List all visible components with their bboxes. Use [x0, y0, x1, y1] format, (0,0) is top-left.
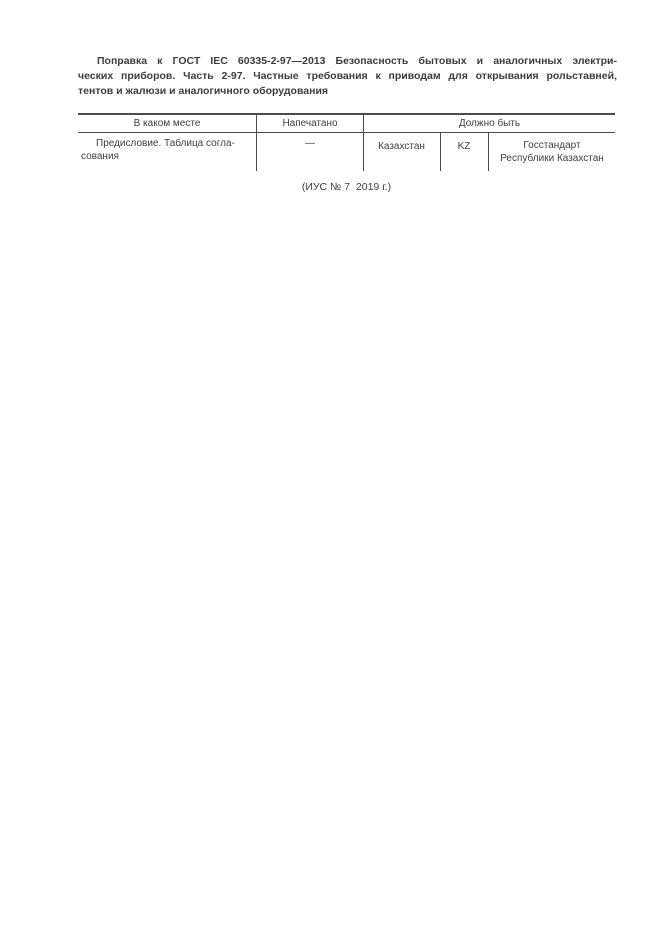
cell-organization: Госстандарт Республики Казахстан: [489, 140, 615, 165]
title-line-3: тентов и жалюзи и аналогичного оборудова…: [78, 85, 329, 97]
table-subcolumn-divider-2: [488, 133, 490, 171]
ius-reference-note: (ИУС № 7 2019 г.): [301, 181, 392, 193]
table-column-divider-2: [363, 113, 365, 171]
table-column-divider-1: [256, 113, 258, 171]
column-header-printed: Напечатано: [282, 118, 338, 129]
column-header-place: В каком месте: [133, 118, 201, 129]
title-line-1: Поправка к ГОСТ IEC 60335-2-97—2013 Безо…: [97, 55, 617, 67]
table-header-separator: [78, 132, 615, 134]
column-header-should-be: Должно быть: [458, 118, 521, 129]
table-top-border: [78, 113, 615, 115]
cell-printed-dash: —: [305, 138, 315, 149]
cell-country: Казахстан: [378, 141, 425, 152]
cell-organization-line-2: Республики Казахстан: [500, 152, 604, 164]
cell-place-line-1: Предисловие. Таблица согла-: [96, 138, 235, 149]
cell-place-line-2: сования: [81, 151, 119, 162]
cell-organization-line-1: Госстандарт: [523, 140, 581, 151]
document-title: Поправка к ГОСТ IEC 60335-2-97—2013 Безо…: [78, 54, 617, 99]
cell-country-code: KZ: [457, 141, 471, 152]
table-subcolumn-divider-1: [440, 133, 442, 171]
cell-place: Предисловие. Таблица согла- сования: [81, 137, 253, 163]
title-line-2: ческих приборов. Часть 2-97. Частные тре…: [78, 70, 617, 82]
